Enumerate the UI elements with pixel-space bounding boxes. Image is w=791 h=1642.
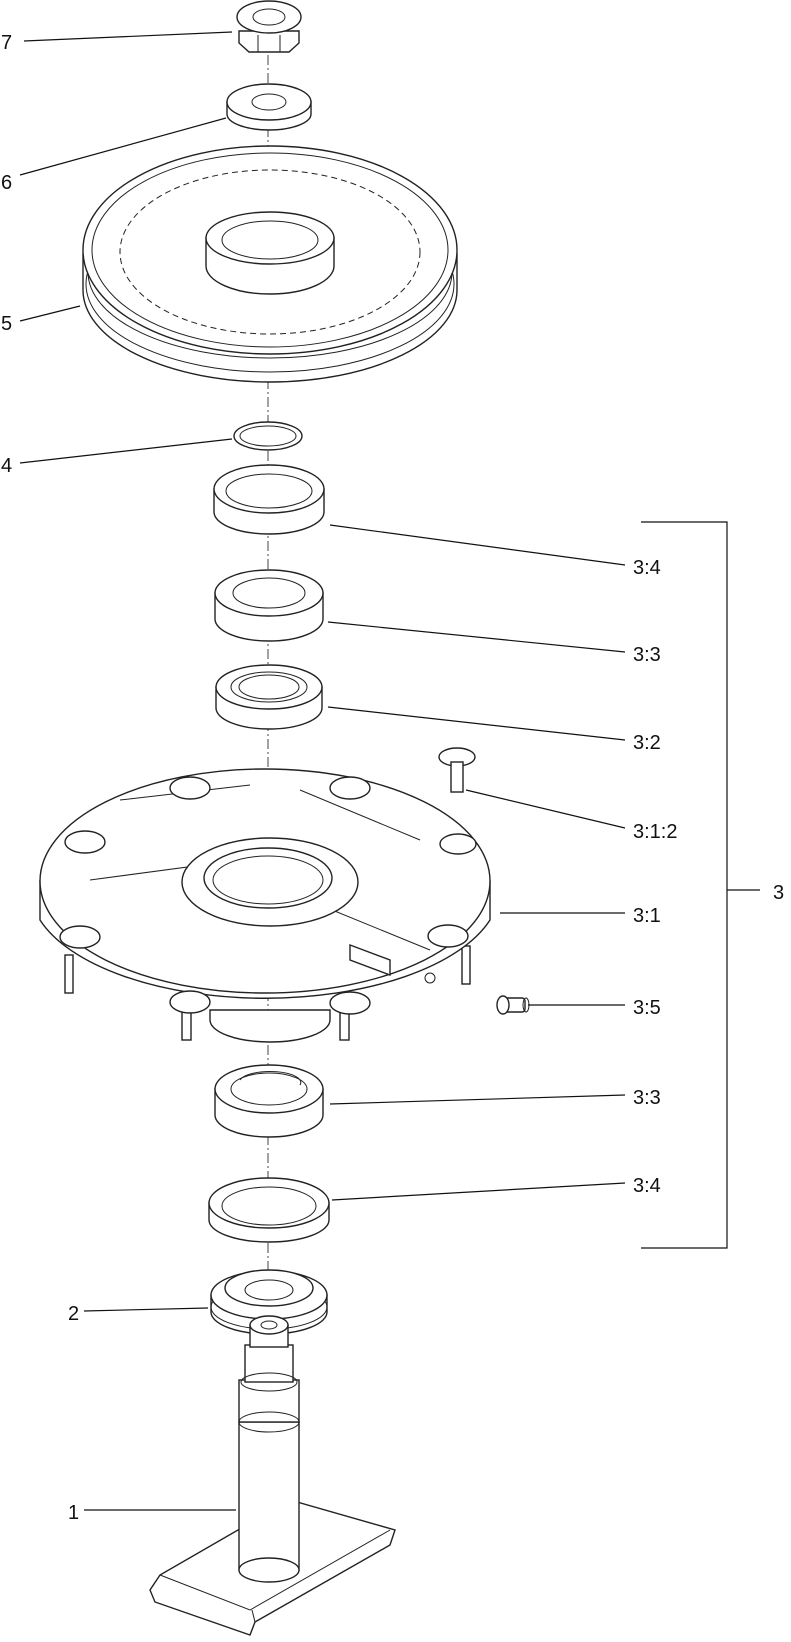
leader-line-3-2 <box>327 706 626 741</box>
pulley <box>82 145 458 383</box>
fitting-pin <box>438 747 476 793</box>
o-ring <box>233 421 303 451</box>
leader-line-6 <box>19 117 227 176</box>
callout-3: 3 <box>773 882 784 904</box>
leader-line-4 <box>19 438 233 464</box>
callout-3-4-lower: 3:4 <box>633 1175 661 1197</box>
callout-3-3-lower: 3:3 <box>633 1087 661 1109</box>
callout-7: 7 <box>1 32 12 54</box>
leader-line-5 <box>19 305 81 322</box>
grease-fitting <box>496 995 530 1015</box>
callout-5: 5 <box>1 313 12 335</box>
spindle-housing <box>39 768 491 1043</box>
callout-6: 6 <box>1 172 12 194</box>
leader-line-3-4-lower <box>331 1182 626 1201</box>
leader-line-3-1-2 <box>465 789 626 829</box>
callout-3-4-upper: 3:4 <box>633 557 661 579</box>
callout-3-3-upper: 3:3 <box>633 644 661 666</box>
leader-line-3-4-upper <box>329 524 626 566</box>
callout-3-1: 3:1 <box>633 905 661 927</box>
assembly-bracket <box>641 521 760 1249</box>
upper-bearing-spacer <box>214 569 324 642</box>
lower-bearing-spacer <box>214 1064 324 1138</box>
callout-1: 1 <box>68 1502 79 1524</box>
leader-line-3-3-upper <box>327 621 626 653</box>
callout-2: 2 <box>68 1303 79 1325</box>
leader-line-2 <box>83 1307 209 1312</box>
lower-seal <box>208 1177 330 1243</box>
hex-nut <box>236 0 302 53</box>
spindle-shaft <box>149 1315 396 1636</box>
upper-seal <box>213 464 325 535</box>
leader-line-3-3-lower <box>329 1094 626 1105</box>
callout-3-1-2: 3:1:2 <box>633 821 677 843</box>
flat-washer <box>226 83 312 131</box>
leader-line-7 <box>23 31 233 42</box>
callout-3-2: 3:2 <box>633 732 661 754</box>
callout-4: 4 <box>1 455 12 477</box>
spindle-seal <box>210 1269 328 1335</box>
callout-3-5: 3:5 <box>633 997 661 1019</box>
bearing <box>215 664 323 730</box>
